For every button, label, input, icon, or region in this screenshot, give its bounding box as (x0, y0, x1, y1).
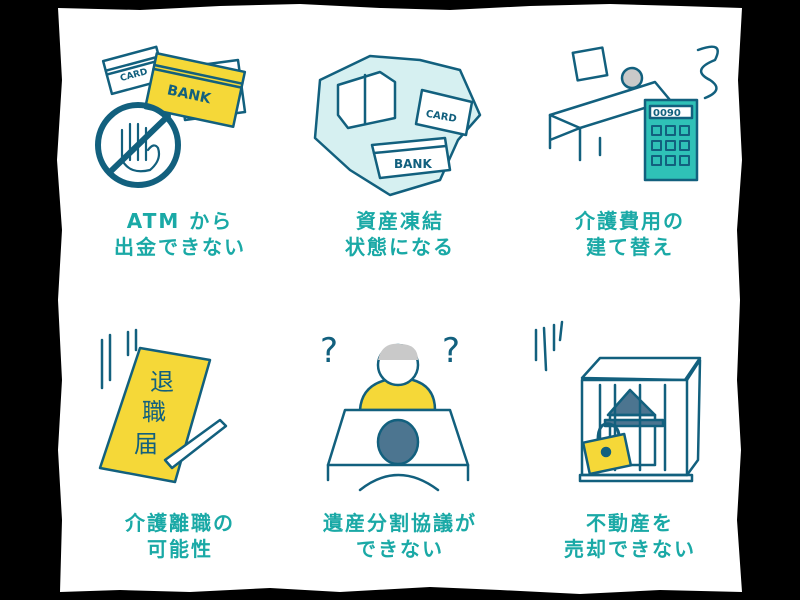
item-resignation: 退 職 届 介護離職の 可能性 (70, 310, 290, 590)
caption-line-1: 資産凍結 (356, 209, 444, 233)
caption-line-2: 可能性 (147, 537, 213, 561)
caption-inheritance: 遺産分割協議が できない (290, 510, 510, 562)
svg-text:0090: 0090 (653, 108, 681, 119)
svg-text:届: 届 (134, 430, 158, 458)
svg-text:職: 職 (142, 398, 166, 426)
caption-line-2: できない (356, 537, 444, 561)
caption-real-estate: 不動産を 売却できない (520, 510, 740, 562)
svg-text:CARD: CARD (425, 109, 458, 125)
caption-line-1: 遺産分割協議が (323, 511, 477, 535)
resignation-letter-icon: 退 職 届 (98, 328, 228, 484)
item-frozen-assets: CARD BANK 資産凍結 状態になる (290, 20, 510, 300)
bed-calculator-icon: 0090 (548, 45, 719, 182)
svg-text:BANK: BANK (394, 157, 432, 171)
frozen-assets-icon: CARD BANK (313, 54, 482, 197)
no-atm-cards-icon: CARD BANK (95, 45, 247, 188)
item-real-estate: 不動産を 売却できない (520, 310, 740, 590)
caption-line-2: 状態になる (345, 235, 455, 259)
caption-resignation: 介護離職の 可能性 (70, 510, 290, 562)
item-atm: CARD BANK ATM から 出金できない (70, 20, 290, 300)
item-care-cost: 0090 介護費用の 建て替え (520, 20, 740, 300)
caption-line-1: 介護離職の (125, 511, 235, 535)
item-inheritance: ? ? 遺産分割協議が できない (290, 310, 510, 590)
caption-atm: ATM から 出金できない (70, 208, 290, 260)
caption-line-1: 介護費用の (575, 209, 685, 233)
svg-text:退: 退 (150, 368, 174, 396)
caption-line-1: ATM から (126, 209, 234, 233)
caption-care-cost: 介護費用の 建て替え (520, 208, 740, 260)
caption-line-2: 出金できない (114, 235, 246, 259)
caption-line-2: 建て替え (586, 235, 674, 259)
caption-frozen-assets: 資産凍結 状態になる (290, 208, 510, 260)
caption-line-2: 売却できない (564, 537, 696, 561)
caption-line-1: 不動産を (586, 511, 674, 535)
confused-meeting-icon: ? ? (320, 331, 470, 492)
svg-text:?: ? (320, 331, 338, 371)
svg-text:?: ? (442, 331, 460, 371)
locked-house-icon (534, 320, 702, 483)
